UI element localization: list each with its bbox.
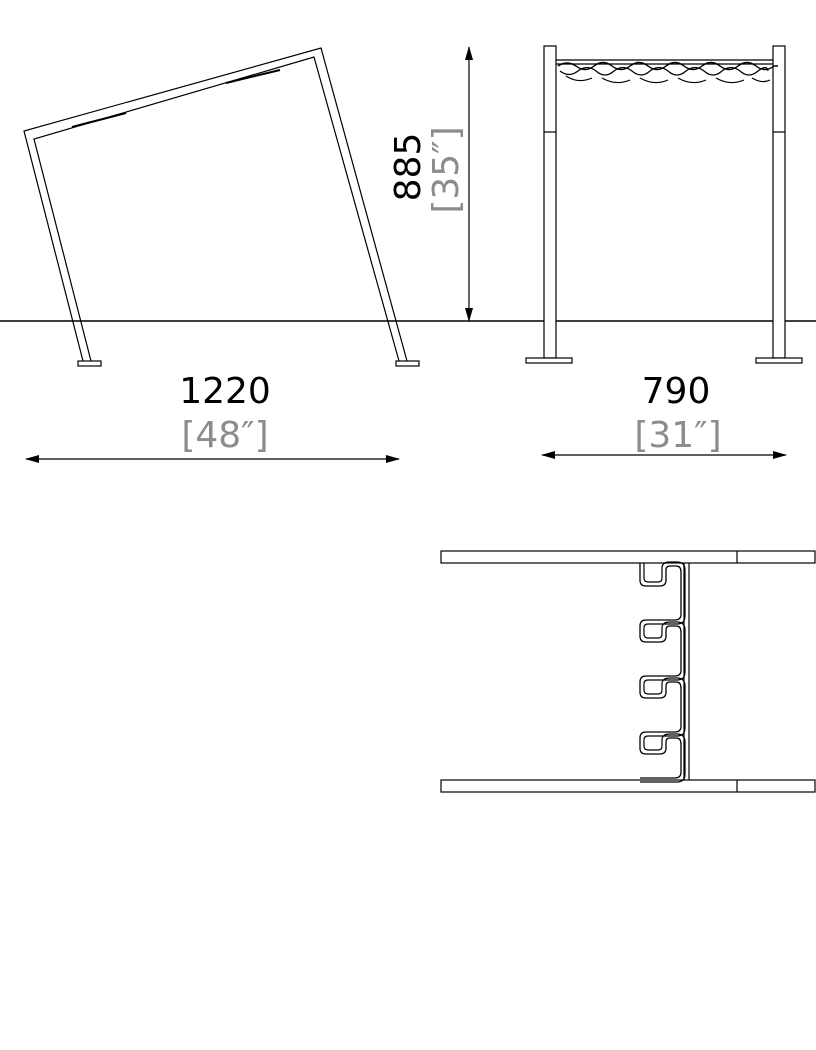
- side-view-foot-plate-left: [77, 360, 102, 367]
- front-view-post-right: [772, 45, 786, 359]
- depth-inch-label: [31″]: [634, 415, 721, 456]
- front-view-post-left: [543, 45, 557, 359]
- plan-view: [440, 550, 816, 793]
- front-view-foot-plate-right: [755, 357, 803, 364]
- side-view: [23, 47, 420, 367]
- height-mm-label: 885: [388, 133, 429, 202]
- plan-view-rail-bottom: [440, 779, 816, 793]
- width-dimension: 1220 [48″]: [25, 371, 400, 463]
- side-view-roof-detail: [225, 69, 281, 84]
- depth-mm-label: 790: [642, 371, 711, 412]
- height-inch-label: [35″]: [426, 126, 467, 213]
- plan-view-serpentine-hanger-inner: [640, 561, 686, 783]
- front-view-hanger-wave: [557, 61, 778, 71]
- depth-dimension: 790 [31″]: [541, 371, 787, 459]
- side-view-frame-outer: [23, 47, 408, 362]
- front-view-foot-plate-left: [525, 357, 573, 364]
- side-view-roof-detail: [71, 112, 127, 128]
- side-view-frame-inner: [33, 56, 400, 362]
- height-dimension: 885 [35″]: [388, 46, 473, 322]
- front-view-hanger-wave: [559, 66, 769, 76]
- front-view: [525, 45, 803, 364]
- width-inch-label: [48″]: [181, 415, 268, 456]
- plan-view-rail-top: [440, 550, 816, 564]
- plan-view-serpentine-hanger: [639, 563, 682, 779]
- side-view-foot-plate-right: [395, 360, 420, 367]
- width-mm-label: 1220: [179, 371, 271, 412]
